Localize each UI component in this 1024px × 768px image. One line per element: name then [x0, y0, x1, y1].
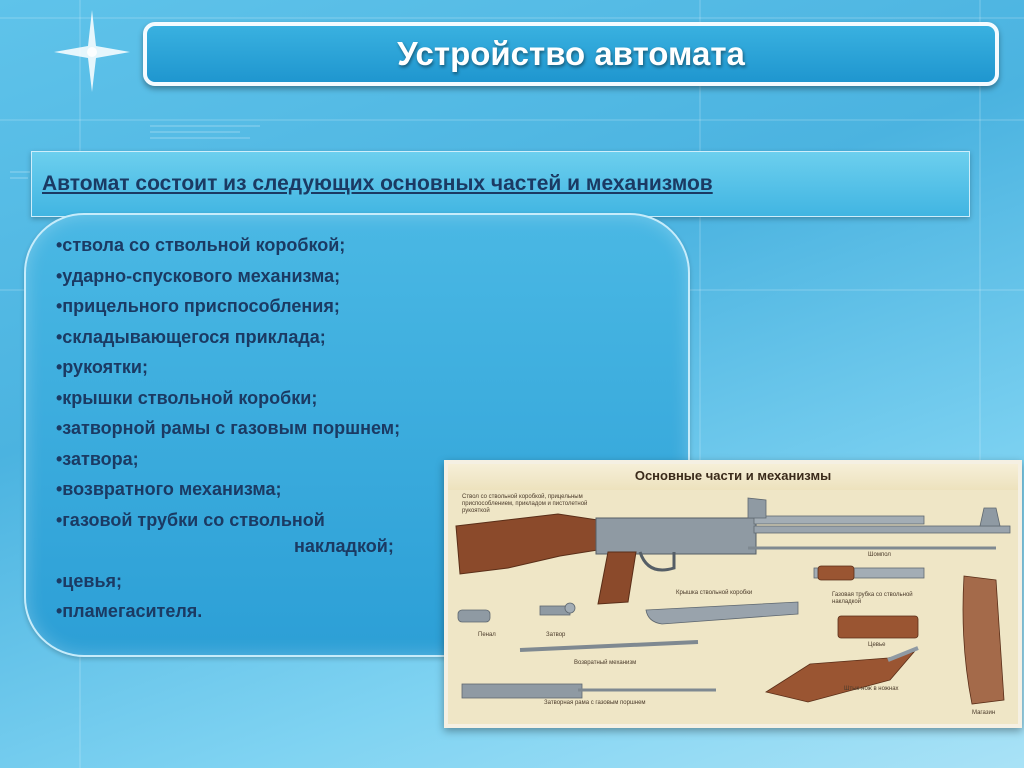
rifle-front-sight — [979, 507, 1001, 527]
subtitle-banner: Автомат состоит из следующих основных ча… — [31, 151, 970, 217]
list-item: •цевья; — [56, 570, 123, 591]
list-item: •крышки ствольной коробки; — [56, 387, 318, 408]
gas-tube-part — [813, 567, 925, 579]
poster-header: Основные части и механизмы — [448, 464, 1018, 490]
title-banner: Устройство автомата — [143, 22, 999, 86]
list-item: •ствола со ствольной коробкой; — [56, 235, 346, 255]
caption-magazine: Магазин — [972, 710, 996, 716]
recoil-spring — [519, 640, 699, 652]
subtitle: Автомат состоит из следующих основных ча… — [42, 172, 713, 195]
rifle-illustration — [455, 497, 1011, 705]
list-item: •затвора; — [56, 448, 139, 469]
bayonet-scabbard — [764, 651, 916, 703]
rifle-grip — [597, 551, 637, 605]
rifle-stock — [455, 513, 599, 575]
list-item: •складывающегося приклада; — [56, 326, 326, 347]
star-icon — [54, 10, 130, 92]
page-title: Устройство автомата — [397, 35, 745, 72]
caption-gas-tube: Газовая трубка со ствольной накладкой — [832, 592, 913, 605]
list-item-text: •газовой трубки со ствольной — [56, 509, 325, 530]
list-item: •прицельного приспособления; — [56, 296, 340, 316]
caption-ramrod: Шомпол — [868, 552, 891, 558]
parts-list: •ствола со ствольной коробкой; •ударно-с… — [56, 232, 400, 629]
magazine-part — [962, 575, 1005, 705]
list-item: •затворной рамы с газовым поршнем; — [56, 418, 401, 438]
caption-recoil: Возвратный механизм — [574, 660, 637, 666]
rifle-barrel — [753, 525, 1011, 534]
receiver-cover — [645, 601, 799, 625]
rifle-rear-sight — [747, 497, 767, 519]
cleaning-pouch — [457, 609, 491, 623]
caption-cover: Крышка ствольной коробки — [676, 590, 753, 596]
list-item: •ударно-спускового механизма; — [56, 265, 341, 286]
handguard-part — [837, 615, 919, 639]
gas-tube-wood — [817, 565, 855, 581]
caption-rifle: Ствол со ствольной коробкой, прицельным … — [462, 494, 588, 514]
caption-handguard: Цевье — [868, 642, 886, 648]
list-item: •пламегасителя. — [56, 601, 203, 621]
bolt-carrier — [461, 683, 583, 699]
list-item: •возвратного механизма; — [56, 479, 282, 499]
caption-pouch: Пенал — [478, 632, 496, 638]
rifle-receiver — [595, 517, 757, 555]
list-item: •газовой трубки со ствольной накладкой; — [56, 507, 400, 568]
caption-carrier: Затворная рама с газовым поршнем — [544, 700, 646, 706]
caption-bayonet: Штык-нож в ножнах — [844, 686, 899, 692]
rifle-parts-poster: Основные части и механизмы — [444, 460, 1022, 728]
list-item-continuation: накладкой; — [294, 535, 394, 556]
rifle-gas-tube — [753, 515, 925, 525]
rifle-trigger-guard — [638, 551, 676, 572]
list-item: •рукоятки; — [56, 357, 148, 377]
caption-bolt: Затвор — [546, 632, 566, 638]
